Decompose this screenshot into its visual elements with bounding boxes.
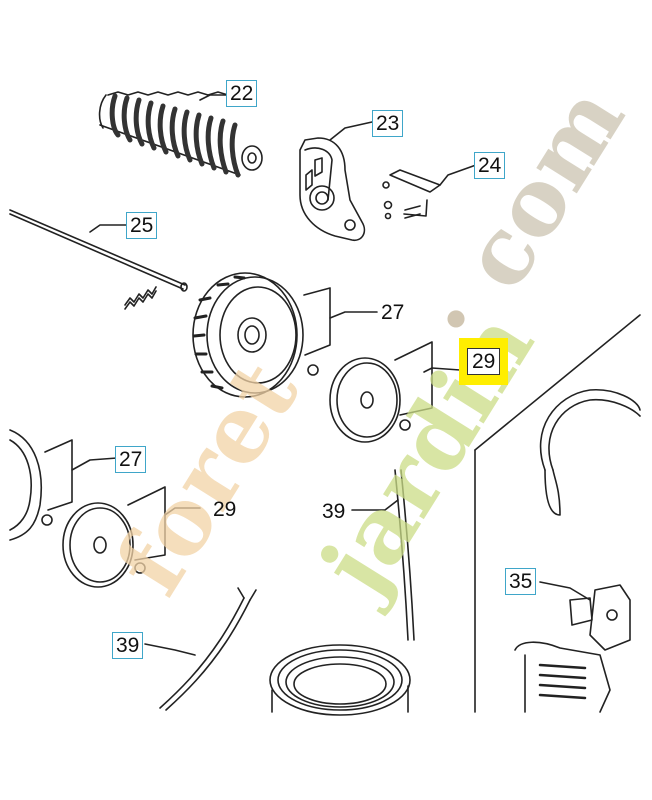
hubcap-part-upper bbox=[329, 341, 433, 443]
leader-24 bbox=[439, 164, 477, 186]
leader-35 bbox=[539, 581, 591, 601]
callout-29-lower: 29 bbox=[213, 498, 237, 521]
housing-panel bbox=[474, 314, 641, 713]
leader-25 bbox=[89, 224, 128, 233]
callout-22: 22 bbox=[226, 80, 258, 107]
cable-part-left bbox=[159, 587, 257, 711]
callout-39-center: 39 bbox=[322, 500, 346, 523]
leader-23 bbox=[329, 121, 373, 141]
leader-27a bbox=[329, 311, 378, 319]
rod-part bbox=[9, 209, 188, 310]
roller-part bbox=[98, 91, 263, 178]
callout-23: 23 bbox=[372, 110, 404, 137]
leader-29b bbox=[164, 507, 201, 516]
leader-39a bbox=[351, 499, 399, 511]
bracket-part bbox=[299, 137, 366, 242]
leader-27b bbox=[71, 457, 118, 471]
callout-25: 25 bbox=[126, 212, 158, 239]
callout-39-left: 39 bbox=[112, 632, 144, 659]
wheel-part-left bbox=[9, 429, 73, 541]
hubcap-part-left bbox=[62, 486, 166, 588]
wheel-part-upper bbox=[192, 272, 331, 398]
callout-24: 24 bbox=[474, 152, 506, 179]
switch-part bbox=[514, 584, 631, 713]
leader-29a bbox=[423, 367, 461, 373]
hardware-part bbox=[382, 169, 441, 220]
callout-27-upper: 27 bbox=[381, 301, 405, 324]
callout-27-lower: 27 bbox=[115, 446, 147, 473]
cable-part-center bbox=[269, 469, 415, 716]
callout-29-highlighted-text: 29 bbox=[467, 348, 501, 375]
callout-29-highlighted: 29 bbox=[459, 338, 509, 385]
leader-39b bbox=[144, 643, 196, 656]
callout-35: 35 bbox=[505, 568, 537, 595]
